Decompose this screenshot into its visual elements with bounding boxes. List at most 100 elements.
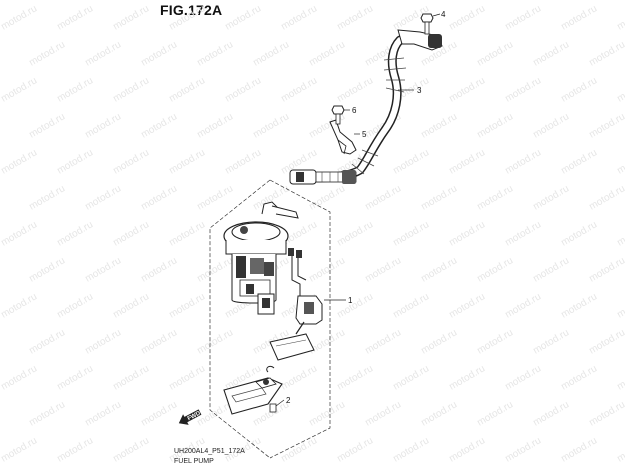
watermark-text: motod.ru: [0, 219, 39, 248]
figure-caption: FUEL PUMP: [174, 458, 214, 465]
watermark-text: motod.ru: [363, 183, 403, 212]
watermark-text: motod.ru: [391, 147, 431, 176]
watermark-text: motod.ru: [559, 435, 599, 464]
watermark-text: motod.ru: [55, 147, 95, 176]
watermark-text: motod.ru: [111, 147, 151, 176]
watermark-text: motod.ru: [475, 399, 515, 428]
watermark-text: motod.ru: [391, 291, 431, 320]
watermark-text: motod.ru: [111, 435, 151, 464]
callout-5: 5: [362, 130, 367, 139]
watermark-text: motod.ru: [531, 255, 571, 284]
watermark-text: motod.ru: [307, 327, 347, 356]
fuel-strainer: [223, 377, 283, 415]
watermark-text: motod.ru: [615, 219, 625, 248]
watermark-text: motod.ru: [167, 219, 207, 248]
watermark-text: motod.ru: [503, 435, 543, 464]
watermark-text: motod.ru: [55, 75, 95, 104]
watermark-text: motod.ru: [335, 219, 375, 248]
watermark-text: motod.ru: [503, 3, 543, 32]
watermark-text: motod.ru: [55, 291, 95, 320]
watermark-text: motod.ru: [223, 75, 263, 104]
watermark-text: motod.ru: [167, 291, 207, 320]
watermark-text: motod.ru: [279, 3, 319, 32]
watermark-text: motod.ru: [0, 3, 39, 32]
watermark-text: motod.ru: [139, 183, 179, 212]
watermark-text: motod.ru: [503, 291, 543, 320]
bolt-part-4: [420, 13, 434, 35]
fuel-hose: [289, 29, 443, 185]
watermark-text: motod.ru: [0, 147, 39, 176]
clip-part: [266, 365, 277, 413]
fuel-pump-assembly: [223, 201, 323, 361]
watermark-text: motod.ru: [503, 147, 543, 176]
watermark-text: motod.ru: [55, 3, 95, 32]
watermark-text: motod.ru: [587, 255, 625, 284]
watermark-text: motod.ru: [195, 111, 235, 140]
callouts: 1 2 3 4 5 6: [286, 10, 446, 405]
watermark-text: motod.ru: [223, 3, 263, 32]
watermark-text: motod.ru: [335, 363, 375, 392]
callout-3: 3: [417, 86, 422, 95]
watermark-text: motod.ru: [307, 399, 347, 428]
watermark-text: motod.ru: [139, 255, 179, 284]
watermark-text: motod.ru: [559, 291, 599, 320]
watermark-text: motod.ru: [195, 327, 235, 356]
watermark-text: motod.ru: [27, 183, 67, 212]
watermark-text: motod.ru: [615, 363, 625, 392]
watermark-text: motod.ru: [139, 327, 179, 356]
watermark-text: motod.ru: [139, 111, 179, 140]
watermark-text: motod.ru: [335, 75, 375, 104]
watermark-text: motod.ru: [139, 39, 179, 68]
watermark-text: motod.ru: [391, 363, 431, 392]
callout-4: 4: [441, 10, 446, 19]
watermark-text: motod.ru: [559, 363, 599, 392]
watermark-text: motod.ru: [307, 255, 347, 284]
watermark-text: motod.ru: [335, 435, 375, 464]
watermark-text: motod.ru: [27, 399, 67, 428]
watermark-text: motod.ru: [307, 39, 347, 68]
watermark-text: motod.ru: [167, 75, 207, 104]
watermark-text: motod.ru: [0, 75, 39, 104]
watermark-text: motod.ru: [531, 183, 571, 212]
watermark-text: motod.ru: [615, 291, 625, 320]
watermark-text: motod.ru: [475, 183, 515, 212]
watermark-text: motod.ru: [363, 327, 403, 356]
figure-title: FIG.172A: [160, 2, 223, 18]
watermark-text: motod.ru: [83, 183, 123, 212]
watermark-text: motod.ru: [363, 255, 403, 284]
watermark-text: motod.ru: [559, 147, 599, 176]
watermark-text: motod.ru: [419, 111, 459, 140]
watermark-text: motod.ru: [447, 435, 487, 464]
watermark-text: motod.ru: [475, 111, 515, 140]
watermark-text: motod.ru: [139, 399, 179, 428]
watermark-text: motod.ru: [195, 183, 235, 212]
watermark-text: motod.ru: [587, 183, 625, 212]
watermark-text: motod.ru: [55, 435, 95, 464]
watermark-text: motod.ru: [335, 3, 375, 32]
watermark-text: motod.ru: [559, 75, 599, 104]
watermark-text: motod.ru: [531, 39, 571, 68]
watermark-text: motod.ru: [83, 255, 123, 284]
watermark-text: motod.ru: [615, 75, 625, 104]
watermark-text: motod.ru: [111, 3, 151, 32]
watermark-text: motod.ru: [83, 39, 123, 68]
watermark-text: motod.ru: [167, 3, 207, 32]
watermark-text: motod.ru: [587, 399, 625, 428]
watermark-text: motod.ru: [279, 363, 319, 392]
watermark-text: motod.ru: [111, 291, 151, 320]
watermark-text: motod.ru: [27, 255, 67, 284]
watermark-text: motod.ru: [419, 327, 459, 356]
watermark-text: motod.ru: [447, 75, 487, 104]
watermark-text: motod.ru: [167, 147, 207, 176]
watermark-text: motod.ru: [223, 147, 263, 176]
watermark-text: motod.ru: [531, 111, 571, 140]
bracket-part-5: [329, 119, 357, 155]
watermark-text: motod.ru: [55, 363, 95, 392]
watermark-text: motod.ru: [615, 147, 625, 176]
watermark-text: motod.ru: [419, 399, 459, 428]
watermark-text: motod.ru: [195, 39, 235, 68]
watermark-text: motod.ru: [251, 111, 291, 140]
watermark-text: motod.ru: [447, 363, 487, 392]
watermark-text: motod.ru: [475, 255, 515, 284]
figure-code: UH200AL4_P51_172A: [174, 448, 245, 455]
